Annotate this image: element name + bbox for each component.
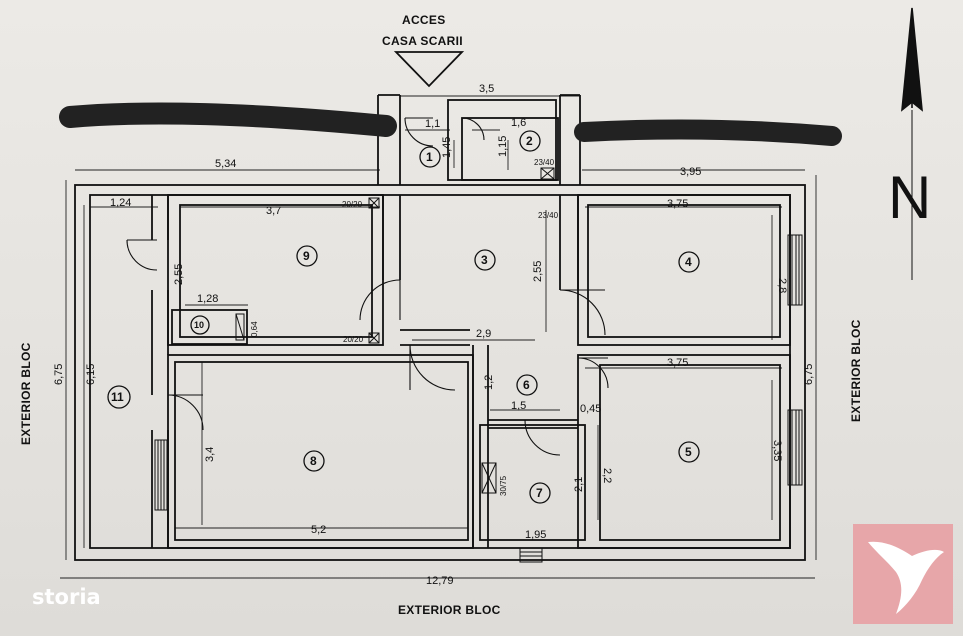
dim-label: 2,8	[776, 278, 788, 293]
dim-label: 30/75	[499, 475, 508, 496]
dim-label: 2,2	[601, 468, 613, 483]
room-6-marker	[516, 374, 538, 396]
room-10-label: 10	[194, 320, 204, 330]
room-7-label: 7	[536, 486, 543, 500]
entry-label-1: ACCES	[402, 13, 446, 27]
room-4-label: 4	[685, 255, 692, 269]
dim-label: 3,5	[479, 83, 494, 95]
room-markers	[107, 130, 700, 504]
room-9-label: 9	[303, 249, 310, 263]
dim-label: 1,1	[425, 118, 440, 130]
dim-label: 12,79	[426, 575, 454, 587]
redaction-strokes	[59, 102, 842, 146]
dim-label: 20/20	[342, 200, 363, 209]
walls	[74, 94, 806, 561]
dim-label: 1,28	[197, 293, 218, 305]
dim-label: 1,5	[511, 400, 526, 412]
dim-label: 23/40	[538, 211, 559, 220]
north-letter: N	[888, 164, 932, 231]
room-1-marker	[419, 146, 441, 168]
room-10-marker	[190, 315, 210, 335]
dim-label: 3,35	[771, 440, 783, 461]
windows	[154, 234, 803, 563]
room-11-label: 11	[111, 390, 124, 404]
exterior-label-right: EXTERIOR BLOC	[849, 319, 863, 422]
room-5-marker	[678, 441, 700, 463]
dim-label: 20/20	[343, 335, 364, 344]
bird-logo-icon	[868, 541, 944, 614]
door-swings	[126, 117, 609, 456]
dim-label: 1,15	[497, 136, 509, 157]
dim-label: 6,75	[803, 364, 815, 385]
dim-label: 1,24	[110, 197, 131, 209]
room-2-label: 2	[526, 134, 533, 148]
dim-label: 5,34	[215, 158, 236, 170]
dim-label: 5,2	[311, 524, 326, 536]
dim-label: 0,45	[580, 403, 601, 415]
dim-label: 3,75	[667, 357, 688, 369]
dim-label: 1,95	[525, 529, 546, 541]
room-6-label: 6	[523, 378, 530, 392]
room-2-marker	[519, 130, 541, 152]
dim-label: 2,55	[532, 261, 544, 282]
room-8-label: 8	[310, 454, 317, 468]
room-4-marker	[678, 251, 700, 273]
room-7-marker	[529, 482, 551, 504]
dim-label: 6,75	[53, 364, 65, 385]
storia-watermark: storia	[32, 585, 101, 609]
dim-label: 2,1	[573, 477, 585, 492]
exterior-label-bottom: EXTERIOR BLOC	[398, 603, 501, 617]
room-3-label: 3	[481, 253, 488, 267]
room-11-marker	[107, 385, 131, 409]
dim-label: 3,95	[680, 166, 701, 178]
dim-label: 2,9	[476, 328, 491, 340]
dim-label: 1,6	[511, 117, 526, 129]
dim-label: 1,2	[483, 375, 495, 390]
entry-label-2: CASA SCARII	[382, 34, 463, 48]
dim-label: 1,45	[441, 137, 453, 158]
north-arrow-icon	[901, 7, 923, 280]
dim-label: 3,4	[204, 447, 216, 462]
room-9-marker	[296, 245, 318, 267]
exterior-label-left: EXTERIOR BLOC	[19, 342, 33, 445]
dim-label: 3,7	[266, 205, 281, 217]
brand-badge	[853, 524, 953, 624]
vent-boxes	[235, 167, 555, 494]
dim-label: 2,55	[173, 264, 185, 285]
entry-triangle-icon	[393, 51, 465, 88]
dim-label: 0,64	[250, 321, 259, 337]
room-3-marker	[474, 249, 496, 271]
dim-label: 6,15	[85, 364, 97, 385]
room-5-label: 5	[685, 445, 692, 459]
room-1-label: 1	[426, 150, 433, 164]
dim-label: 23/40	[534, 158, 555, 167]
room-8-marker	[303, 450, 325, 472]
dim-label: 3,75	[667, 198, 688, 210]
